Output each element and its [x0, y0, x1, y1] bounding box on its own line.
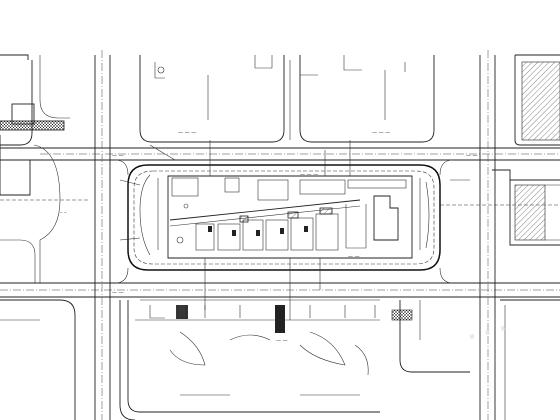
- top-city-blocks: — — — — — —: [0, 54, 560, 146]
- svg-text:— —: — —: [112, 153, 124, 159]
- svg-text:— — —: — — —: [372, 130, 390, 136]
- left-structures: – –: [0, 103, 67, 283]
- annotation-leaders: — — — — — — — — — — —: [112, 140, 478, 320]
- right-building: [492, 169, 560, 246]
- watermark: · · ·: [465, 316, 510, 351]
- svg-text:— —: — —: [276, 338, 288, 344]
- svg-text:— — —: — — —: [300, 172, 318, 178]
- road-network: [0, 50, 560, 420]
- svg-text:— —: — —: [466, 153, 478, 159]
- svg-text:– –: – –: [60, 210, 67, 216]
- svg-text:— —: — —: [112, 290, 124, 296]
- svg-text:· · ·: · · ·: [465, 316, 510, 351]
- svg-text:— — —: — — —: [178, 130, 196, 136]
- svg-text:— —: — —: [348, 254, 360, 260]
- site-boundary: [114, 159, 454, 284]
- main-building: [167, 175, 413, 259]
- bottom-city-blocks: — —: [0, 299, 560, 420]
